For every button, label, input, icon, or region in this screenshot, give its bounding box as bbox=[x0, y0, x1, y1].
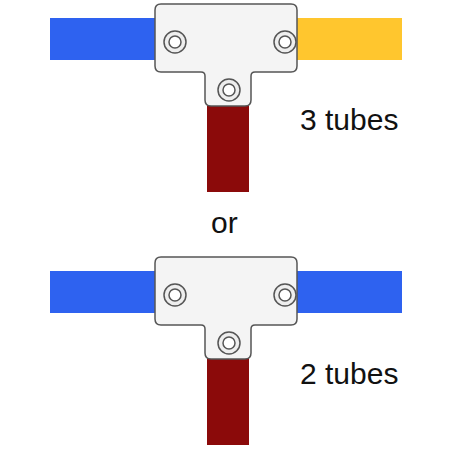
caption-label: 3 tubes bbox=[300, 103, 398, 137]
red-tube bbox=[207, 100, 249, 192]
blue-tube bbox=[50, 271, 162, 313]
tee-fitting bbox=[155, 4, 297, 106]
caption-label: or bbox=[211, 206, 238, 240]
blue-tube bbox=[290, 271, 402, 313]
caption-label: 2 tubes bbox=[300, 357, 398, 391]
tee-fitting bbox=[155, 257, 297, 359]
blue-tube bbox=[50, 18, 162, 60]
yellow-tube bbox=[290, 18, 402, 60]
red-tube bbox=[207, 353, 249, 445]
